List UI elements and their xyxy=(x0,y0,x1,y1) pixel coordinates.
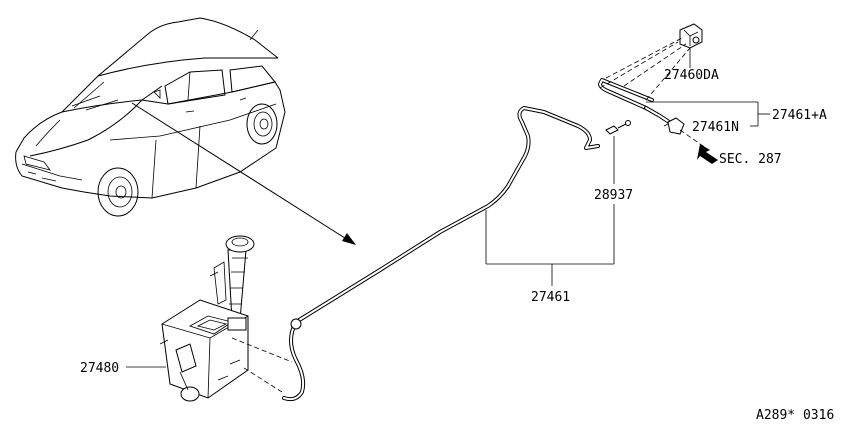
washer-tank xyxy=(159,235,255,402)
label-27461-a: 27461+A xyxy=(772,108,827,123)
section-arrow xyxy=(697,144,718,164)
tank-hose-dashes xyxy=(231,337,293,393)
label-28937: 28937 xyxy=(594,188,633,203)
figure-code: A289* 0316 xyxy=(756,408,834,423)
nozzle-dashes xyxy=(599,37,707,149)
part-labels: 27460DA 27461+A 27461N SEC. 287 28937 27… xyxy=(80,68,834,423)
label-27461: 27461 xyxy=(531,290,570,305)
label-27460da: 27460DA xyxy=(664,68,719,83)
label-27480: 27480 xyxy=(80,361,119,376)
label-27461n: 27461N xyxy=(692,120,739,135)
location-arrow xyxy=(131,102,356,245)
label-sec-287: SEC. 287 xyxy=(719,152,782,167)
nozzle-assembly xyxy=(598,23,703,135)
leader-lines xyxy=(126,48,770,368)
washer-hose xyxy=(282,106,600,402)
car-illustration xyxy=(15,17,286,217)
